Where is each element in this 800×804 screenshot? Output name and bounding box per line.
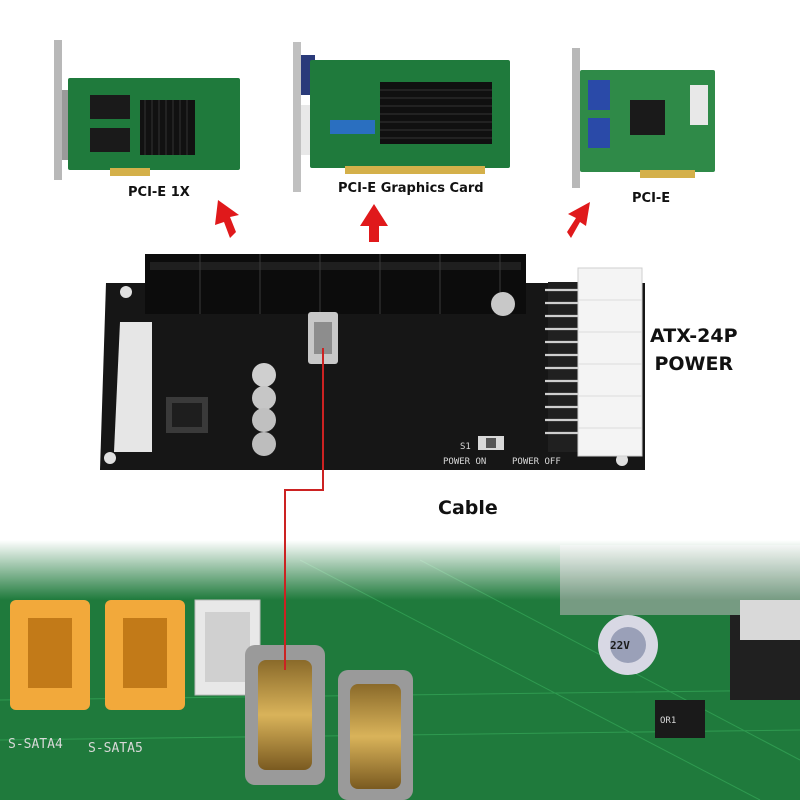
- capacitor-silk: 22V: [610, 639, 630, 652]
- arrow-to-pcie-1x: [215, 200, 239, 238]
- capacitor: [252, 363, 276, 387]
- chip-silk: OR1: [660, 716, 676, 726]
- atx-24p-connector: [577, 267, 643, 457]
- atx-label-line1: ATX-24P: [650, 325, 738, 347]
- pcie-1x-card-image: [54, 40, 240, 180]
- pcie-graphics-card-image: [293, 42, 510, 192]
- adapter-board: S1 POWER ON POWER OFF: [100, 254, 645, 470]
- power-on-silk: POWER ON: [443, 457, 486, 467]
- motherboard-photo: 22V OR1 S-SATA4 S-SATA5: [0, 540, 800, 801]
- cable-label: Cable: [438, 497, 498, 519]
- pcie-1x-label: PCI-E 1X: [128, 185, 190, 200]
- switch-silk: S1: [460, 442, 471, 452]
- pcie-graphics-label: PCI-E Graphics Card: [338, 181, 484, 196]
- cable-indicator-line: [284, 348, 324, 670]
- power-off-silk: POWER OFF: [512, 457, 561, 467]
- sata4-silk: S-SATA4: [8, 737, 63, 752]
- arrow-to-pcie: [567, 202, 590, 238]
- pcie-card-image: [572, 48, 715, 188]
- atx-power-label: ATX-24P POWER: [650, 322, 738, 378]
- atx-label-line2: POWER: [654, 353, 734, 375]
- sata5-silk: S-SATA5: [88, 741, 143, 756]
- pcie-label: PCI-E: [632, 191, 671, 206]
- arrow-to-graphics: [360, 204, 388, 242]
